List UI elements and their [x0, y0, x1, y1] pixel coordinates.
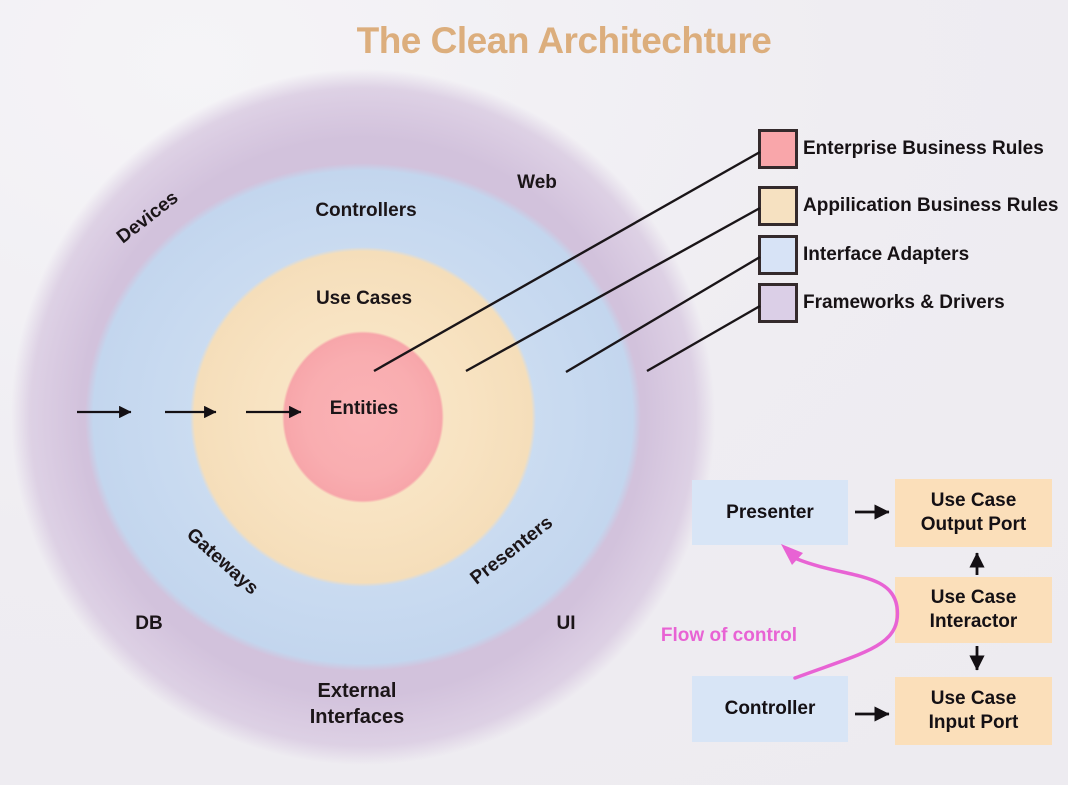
flow-box-use-case-output-port: Use Case Output Port — [895, 479, 1052, 547]
flow-box-use-case-input-port: Use Case Input Port — [895, 677, 1052, 745]
label-web: Web — [517, 172, 557, 193]
flow-box-presenter-label: Presenter — [726, 501, 814, 523]
legend-swatch-enterprise — [758, 129, 798, 169]
flow-box-controller-label: Controller — [724, 698, 816, 719]
flow-box-use-case-interactor: Use Case Interactor — [895, 577, 1052, 643]
flow-box-output-line1: Use Case — [930, 490, 1017, 511]
flow-box-controller: Controller — [692, 676, 848, 742]
legend-label-interface-adapters: Interface Adapters — [803, 244, 970, 265]
flow-of-control-arrowhead-icon — [781, 544, 803, 565]
page-title: The Clean Architechture — [356, 20, 772, 61]
flow-of-control-caption: Flow of control — [660, 625, 798, 646]
flow-box-input-line2: Input Port — [928, 712, 1019, 733]
label-use-cases: Use Cases — [315, 288, 413, 309]
flow-of-control-curve — [793, 557, 900, 680]
label-ui: UI — [556, 613, 576, 634]
legend-label-enterprise: Enterprise Business Rules — [803, 138, 1044, 159]
legend-swatch-frameworks — [758, 283, 798, 323]
label-db: DB — [135, 613, 163, 634]
flow-box-interactor-line2: Interactor — [929, 611, 1018, 632]
flow-box-presenter: Presenter — [692, 480, 848, 545]
flow-box-input-line1: Use Case — [930, 688, 1017, 709]
label-controllers: Controllers — [315, 200, 417, 221]
flow-of-control-arrow — [781, 544, 900, 680]
flow-box-interactor-line1: Use Case — [930, 587, 1017, 608]
legend-label-application: Appilication Business Rules — [803, 195, 1059, 216]
legend-swatch-application — [758, 186, 798, 226]
label-external-line1: External — [317, 680, 397, 702]
legend-swatch-interface-adapters — [758, 235, 798, 275]
label-external-line2: Interfaces — [309, 706, 405, 728]
flow-box-output-line2: Output Port — [920, 514, 1027, 535]
legend-label-frameworks: Frameworks & Drivers — [803, 292, 1005, 313]
label-external-interfaces: External Interfaces — [310, 678, 405, 730]
label-entities: Entities — [329, 398, 399, 419]
